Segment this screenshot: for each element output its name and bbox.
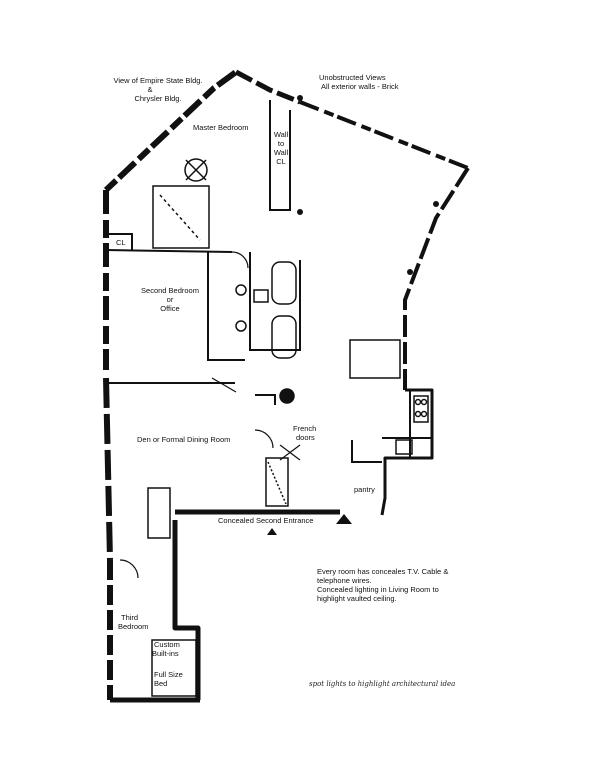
note-handwritten: spot lights to highlight architectural i…: [309, 680, 456, 688]
label-wall-3: Wall: [273, 148, 289, 157]
den-hall: [255, 394, 276, 405]
wall-east: [403, 166, 470, 390]
tub-2: [271, 315, 297, 359]
door-4: [119, 559, 139, 579]
label-french: French: [293, 424, 317, 433]
bath-wall: [249, 252, 301, 351]
second-bed-inner: [207, 252, 245, 361]
label-built-ins: Built-ins: [152, 649, 179, 658]
label-den: Den or Formal Dining Room: [137, 435, 231, 444]
spotlight-markers: [297, 95, 439, 275]
sink-kitchen: [395, 439, 413, 455]
master-divider: [105, 249, 233, 253]
wall-northeast: [299, 100, 469, 170]
door-3: [254, 429, 274, 449]
built-in-cabinet: [147, 487, 171, 539]
french-doors: [279, 444, 301, 461]
hall-closet: [265, 457, 289, 507]
wall-northwest: [103, 69, 238, 193]
note-line-4: highlight vaulted ceiling.: [317, 594, 397, 603]
label-view-chrysler: Chrysler Bldg.: [134, 94, 182, 103]
door-1: [231, 251, 249, 269]
label-custom: Custom: [154, 640, 180, 649]
label-third-bedroom: Third: [121, 613, 139, 622]
column: [279, 388, 295, 404]
sink: [253, 289, 269, 303]
label-wall-1: Wall: [273, 130, 289, 139]
label-view-empire: View of Empire State Bldg.: [113, 76, 203, 85]
label-master-bedroom: Master Bedroom: [193, 123, 249, 132]
note-line-3: Concealed lighting in Living Room to: [317, 585, 439, 594]
stove: [413, 395, 429, 423]
label-cl-left: CL: [116, 238, 126, 247]
label-full-size: Full Size: [154, 670, 183, 679]
exterior-walls: [103, 69, 470, 703]
note-line-2: telephone wires.: [317, 576, 372, 585]
label-exterior-walls: All exterior walls - Brick: [321, 82, 399, 91]
cl-box: [106, 233, 133, 250]
pantry-wall: [351, 440, 382, 463]
wall-north: [234, 69, 301, 105]
label-pantry: pantry: [354, 485, 375, 494]
dining-table: [349, 339, 401, 379]
interior-walls: [105, 100, 432, 463]
label-second-bedroom-office: Office: [160, 304, 180, 313]
closet-wall: [269, 100, 291, 211]
label-concealed-entrance: Concealed Second Entrance: [218, 516, 314, 525]
second-entrance-arrow: [267, 528, 277, 535]
wall-west-mid: [103, 377, 113, 561]
label-third-bedroom-2: Bedroom: [118, 622, 149, 631]
kitchen: [382, 390, 432, 458]
door-2: [211, 377, 237, 393]
wall-third-bed-east: [172, 520, 201, 700]
label-second-bedroom: Second Bedroom: [141, 286, 199, 295]
label-second-bedroom-or: or: [166, 295, 174, 304]
third-bed: [151, 639, 197, 697]
fixtures: [147, 158, 429, 697]
toilet-2: [235, 320, 247, 332]
wall-east-lower: [380, 388, 434, 516]
entrance-arrow: [336, 514, 352, 524]
label-doors: doors: [296, 433, 315, 442]
toilet-1: [235, 284, 247, 296]
label-unobstructed: Unobstructed Views: [319, 73, 386, 82]
tub-1: [271, 261, 297, 305]
bed-master: [152, 185, 210, 249]
note-line-1: Every room has conceales T.V. Cable &: [317, 567, 449, 576]
ceiling-fan: [184, 158, 208, 182]
doors: [119, 251, 301, 579]
entrance-markers: [267, 514, 352, 535]
label-bed: Bed: [154, 679, 168, 688]
label-view-amp: &: [147, 85, 153, 94]
label-wall-cl: CL: [276, 157, 286, 166]
label-wall-2: to: [277, 139, 285, 148]
